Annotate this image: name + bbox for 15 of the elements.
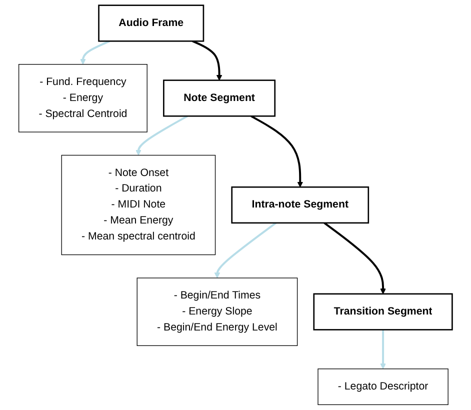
node-box: Intra-note Segment xyxy=(231,186,370,224)
arrow xyxy=(324,222,386,294)
arrow xyxy=(192,40,222,81)
arrow xyxy=(136,115,188,156)
arrow xyxy=(80,40,110,65)
node-box: - Note Onset - Duration - MIDI Note - Mean Energy - Mean spectral centroid xyxy=(61,154,216,256)
node-box: - Legato Descriptor xyxy=(318,368,448,406)
node-box: - Fund. Frequency - Energy - Spectral Centroid xyxy=(18,64,148,132)
node-box: Audio Frame xyxy=(98,4,204,42)
arrow xyxy=(214,222,277,278)
node-box: - Begin/End Times - Energy Slope - Begin/End Energy Level xyxy=(136,278,298,346)
arrow xyxy=(380,330,386,370)
node-box: Transition Segment xyxy=(313,293,453,330)
node-box: Note Segment xyxy=(163,80,276,117)
arrow xyxy=(250,115,304,188)
